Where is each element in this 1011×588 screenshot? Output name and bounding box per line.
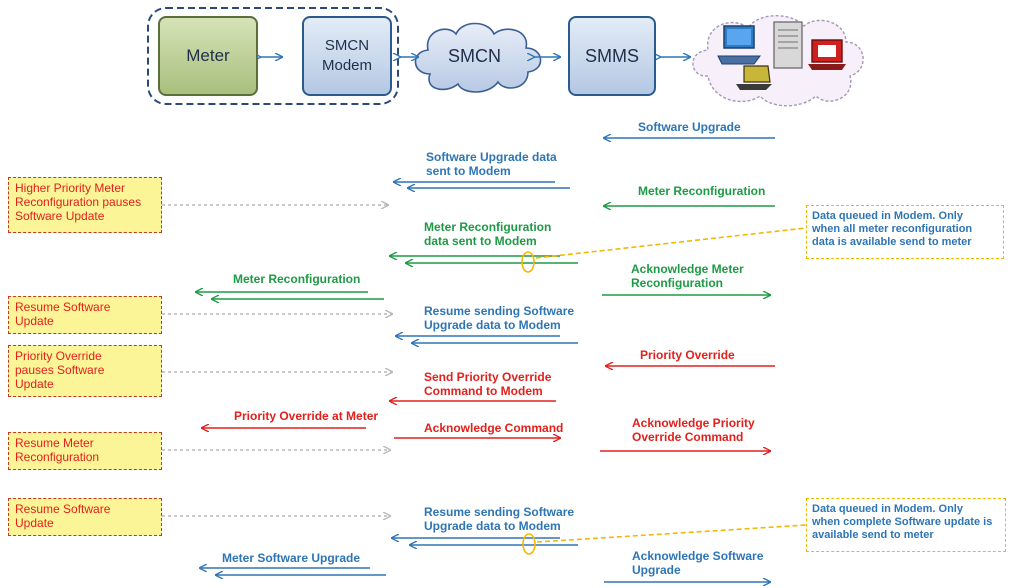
note-line: Priority Override xyxy=(15,349,102,363)
note-resume-meter-reconfiguration: Resume Meter Reconfiguration xyxy=(8,432,162,470)
note-resume-software-update-2: Resume Software Update xyxy=(8,498,162,536)
server-tower-icon xyxy=(773,21,803,69)
note-line: Higher Priority Meter xyxy=(15,181,126,195)
msg-sw-data-line1: Software Upgrade data xyxy=(426,150,557,164)
red-laptop-icon xyxy=(808,39,846,70)
msg-ack-po-line1: Acknowledge Priority xyxy=(632,416,755,430)
msg-ack-po-line2: Override Command xyxy=(632,430,744,444)
msg-software-upgrade: Software Upgrade xyxy=(638,120,741,134)
note-line: Update xyxy=(15,377,54,391)
meter-node-label: Meter xyxy=(186,46,230,65)
msg-meter-software-upgrade: Meter Software Upgrade xyxy=(222,551,361,565)
msg-ack-mr-line1: Acknowledge Meter xyxy=(631,262,744,276)
msg-meter-reconfiguration-left: Meter Reconfiguration xyxy=(233,272,361,286)
msg-ack-mr-line2: Reconfiguration xyxy=(631,276,723,290)
info-line: available send to meter xyxy=(812,529,934,541)
msg-ack-sw-line1: Acknowledge Software xyxy=(632,549,764,563)
msg-sw-data-line2: sent to Modem xyxy=(426,164,511,178)
smcn-modem-line1: SMCN xyxy=(324,37,370,54)
note-resume-software-update: Resume Software Update xyxy=(8,296,162,334)
note-line: Resume Software xyxy=(15,300,111,314)
laptop-icon xyxy=(736,65,772,90)
info-queued-reconfiguration: Data queued in Modem. Only when all mete… xyxy=(806,205,1004,259)
msg-send-po-line1: Send Priority Override xyxy=(424,370,552,384)
note-priority-reconfiguration: Higher Priority Meter Reconfiguration pa… xyxy=(8,177,162,233)
note-line: Update xyxy=(15,516,54,530)
note-line: Software Update xyxy=(15,209,105,223)
info-line: Data queued in Modem. Only xyxy=(812,503,963,515)
smcn-modem-line2: Modem xyxy=(321,57,373,74)
note-priority-override: Priority Override pauses Software Update xyxy=(8,345,162,397)
info-line: data is available send to meter xyxy=(812,236,972,248)
msg-send-po-line2: Command to Modem xyxy=(424,384,543,398)
info-line: when all meter reconfiguration xyxy=(812,223,973,235)
info-queued-software-update: Data queued in Modem. Only when complete… xyxy=(806,498,1006,552)
note-line: pauses Software xyxy=(15,363,105,377)
smms-node-label: SMMS xyxy=(585,46,639,66)
note-line: Reconfiguration xyxy=(15,450,100,464)
msg-po-at-meter: Priority Override at Meter xyxy=(234,409,379,423)
msg-resume-line2: Upgrade data to Modem xyxy=(424,318,561,332)
note-line: Reconfiguration pauses xyxy=(15,195,142,209)
info-line: when complete Software update is xyxy=(812,516,993,528)
smcn-cloud-label: SMCN xyxy=(448,46,501,66)
msg-resume-line1: Resume sending Software xyxy=(424,304,575,318)
msg-mr-data-line2: data sent to Modem xyxy=(424,234,537,248)
msg-resume2-line2: Upgrade data to Modem xyxy=(424,519,561,533)
msg-mr-data-line1: Meter Reconfiguration xyxy=(424,220,552,234)
info-line: Data queued in Modem. Only xyxy=(812,210,963,222)
msg-priority-override: Priority Override xyxy=(640,348,735,362)
smms-node: SMMS xyxy=(568,16,656,96)
msg-meter-reconfiguration: Meter Reconfiguration xyxy=(638,184,766,198)
msg-resume2-line1: Resume sending Software xyxy=(424,505,575,519)
msg-ack-command: Acknowledge Command xyxy=(424,421,564,435)
note-line: Update xyxy=(15,314,54,328)
note-line: Resume Software xyxy=(15,502,111,516)
note-line: Resume Meter xyxy=(15,436,94,450)
desktop-computer-icon xyxy=(717,25,761,65)
meter-node: Meter xyxy=(158,16,258,96)
smcn-modem-node: SMCN Modem xyxy=(302,16,392,96)
smcn-cloud-shape xyxy=(414,22,542,93)
msg-ack-sw-line2: Upgrade xyxy=(632,563,681,577)
